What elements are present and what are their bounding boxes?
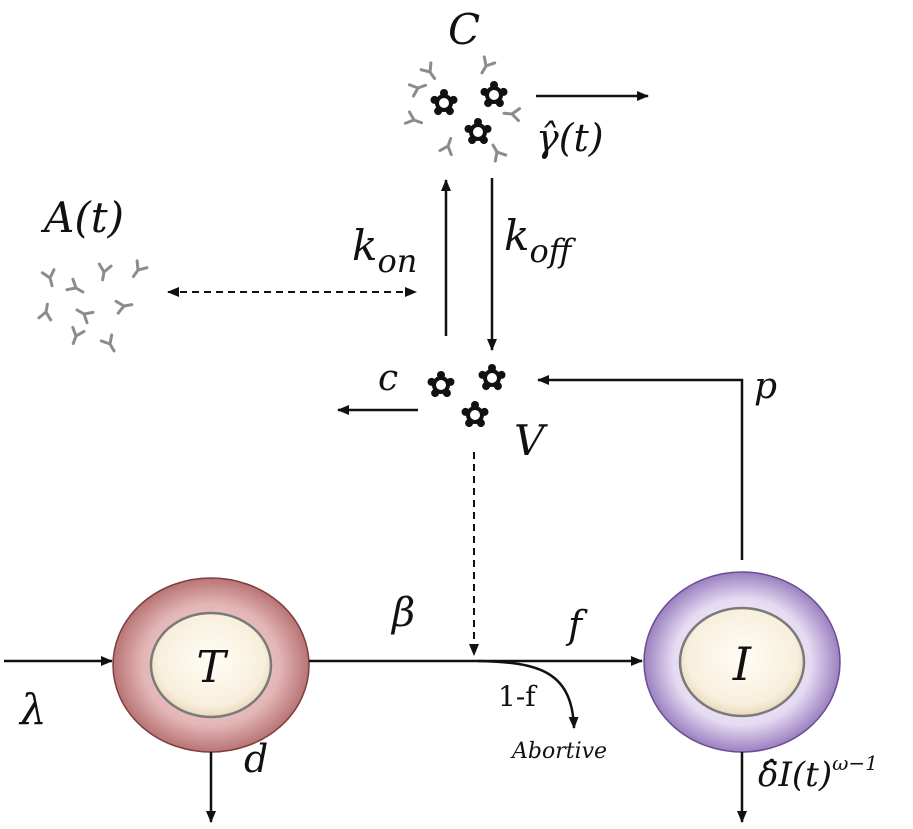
infected-cell [643,571,841,753]
antibody-y-icon [502,105,521,123]
koff-label: koff [504,211,577,270]
antibody-cluster [37,259,149,356]
antibody-label: A(t) [40,193,124,242]
antibody-y-icon [419,61,442,84]
death-t-label: d [244,737,268,781]
virus-particle-icon [428,87,460,118]
virus-particle-icon [478,79,510,110]
antibody-y-icon [65,277,88,299]
antibody-y-icon [37,301,55,322]
kon-label: kon [352,221,417,280]
virus-particle-icon [476,362,508,393]
delta-exponent: ω−1 [832,751,878,775]
antibody-y-icon [99,333,121,356]
antibody-y-icon [40,268,60,289]
production-arrow [537,375,744,560]
kon-base: k [352,221,377,270]
kon-subscript: on [377,242,417,280]
infected-cell-label: I [732,637,752,691]
lambda-label: λ [18,685,47,734]
virus-cluster [425,362,508,430]
target-cell [112,577,310,753]
antibody-y-icon [407,78,430,98]
antibody-y-icon [403,110,426,130]
clearance-label: c [378,358,398,399]
antibody-y-icon [126,259,149,282]
gamma-label: γ̂(t) [536,116,604,160]
koff-subscript: off [529,232,576,270]
antibody-y-icon [438,134,458,157]
koff-base: k [504,211,529,260]
abortive-label: Abortive [510,739,607,764]
antibody-y-icon [475,55,497,78]
antibody-y-icon [486,140,508,163]
target-cell-label: T [196,642,229,693]
abortive-arrow [477,659,579,729]
virus-particle-icon [462,116,494,147]
f-label: f [565,603,588,647]
complex-label: C [448,5,480,54]
antibody-y-icon [95,262,113,283]
complex-cluster [403,55,521,163]
antibody-y-icon [72,303,95,325]
beta-label: β [390,590,415,636]
delta-term-label: δ̂I(t)ω−1 [758,751,878,795]
virus-particle-icon [425,369,457,400]
one-minus-f-label: 1-f [498,680,538,713]
virus-label: V [514,416,548,465]
production-label: p [754,366,777,407]
virus-particle-icon [459,399,491,430]
antibody-y-icon [66,325,86,348]
antibody-y-icon [114,297,135,315]
delta-term: δ̂I(t) [758,755,832,795]
